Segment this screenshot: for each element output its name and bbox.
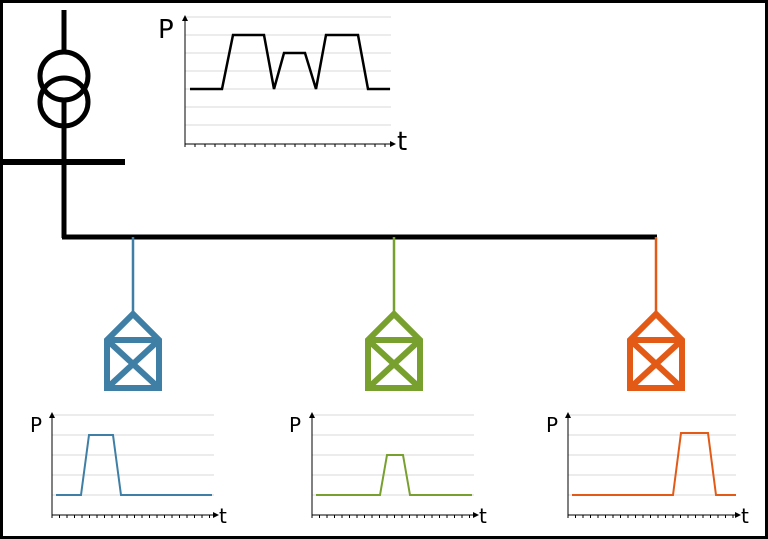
- house-3-icon: [627, 309, 685, 391]
- house-1-icon: [104, 309, 162, 391]
- x-axis-arrow: [735, 512, 741, 518]
- x-axis-arrow: [473, 512, 479, 518]
- y-axis-arrow: [309, 412, 315, 418]
- y-axis-label: P: [546, 413, 558, 437]
- power-profile-line: [572, 432, 736, 496]
- power-profile-line: [316, 454, 472, 496]
- y-axis-label: P: [30, 413, 42, 437]
- y-axis-arrow: [565, 412, 571, 418]
- house-2-power-chart: Pt: [289, 412, 487, 528]
- main-power-chart: Pt: [158, 15, 407, 157]
- x-axis-arrow: [390, 141, 396, 147]
- house-3-power-chart: Pt: [546, 412, 749, 528]
- x-axis-label: t: [741, 504, 749, 528]
- x-axis-label: t: [219, 504, 227, 528]
- transformer-icon: [37, 10, 91, 238]
- house-2-icon: [365, 309, 423, 391]
- y-axis-label: P: [158, 15, 174, 45]
- y-axis-arrow: [49, 412, 55, 418]
- power-profile-line: [56, 434, 212, 496]
- x-axis-label: t: [397, 127, 407, 157]
- house-1-power-chart: Pt: [30, 412, 227, 528]
- x-axis-arrow: [213, 512, 219, 518]
- y-axis-label: P: [289, 413, 301, 437]
- power-profile-line: [190, 33, 390, 91]
- y-axis-arrow: [182, 15, 188, 21]
- x-axis-label: t: [479, 504, 487, 528]
